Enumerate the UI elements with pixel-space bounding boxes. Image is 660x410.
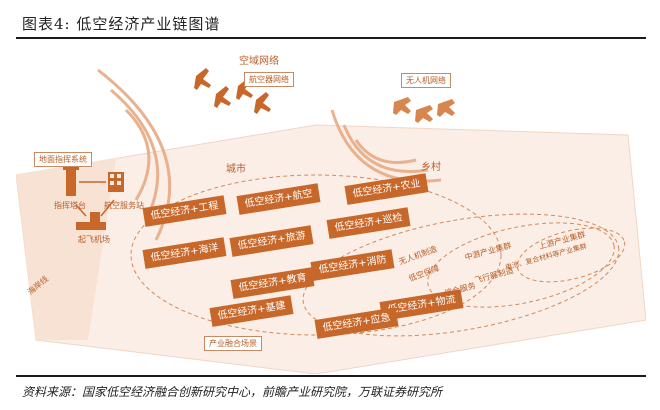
figure-title-bar: 图表4: 低空经济产业链图谱 (0, 0, 660, 38)
command-tower-label: 指挥塔台 (54, 201, 86, 210)
city-label: 城市 (226, 164, 246, 175)
airspace-network-label: 空域网络 (239, 56, 279, 67)
route-network-callout: 航空器网络 (244, 72, 294, 87)
coast-strip (16, 158, 116, 340)
integration-scene-callout: 产业融合场景 (204, 336, 262, 351)
top-rule (16, 37, 646, 39)
drone-icons (393, 97, 455, 123)
figure-source: 资料来源：国家低空经济融合创新研究中心，前瞻产业研究院，万联证券研究所 (22, 385, 443, 399)
tower-icon (66, 168, 76, 196)
dashed-orbits (130, 174, 626, 337)
airport-icon (76, 212, 106, 230)
ground-system-callout: 地面指挥系统 (34, 152, 92, 167)
industry-chain-diagram: 空域网络 航空器网络 无人机网络 地面指挥系统 指挥塔台 航空服务站 起飞机场 … (16, 40, 646, 374)
figure-title: 图表4: 低空经济产业链图谱 (22, 15, 221, 33)
drone-network-callout: 无人机网络 (401, 73, 451, 88)
airport-label: 起飞机场 (78, 235, 110, 244)
bottom-rule (16, 375, 646, 377)
service-station-label: 航空服务站 (104, 201, 144, 210)
ground-facilities (63, 164, 124, 230)
diagram-background (16, 68, 646, 374)
countryside-label: 乡村 (421, 162, 441, 173)
